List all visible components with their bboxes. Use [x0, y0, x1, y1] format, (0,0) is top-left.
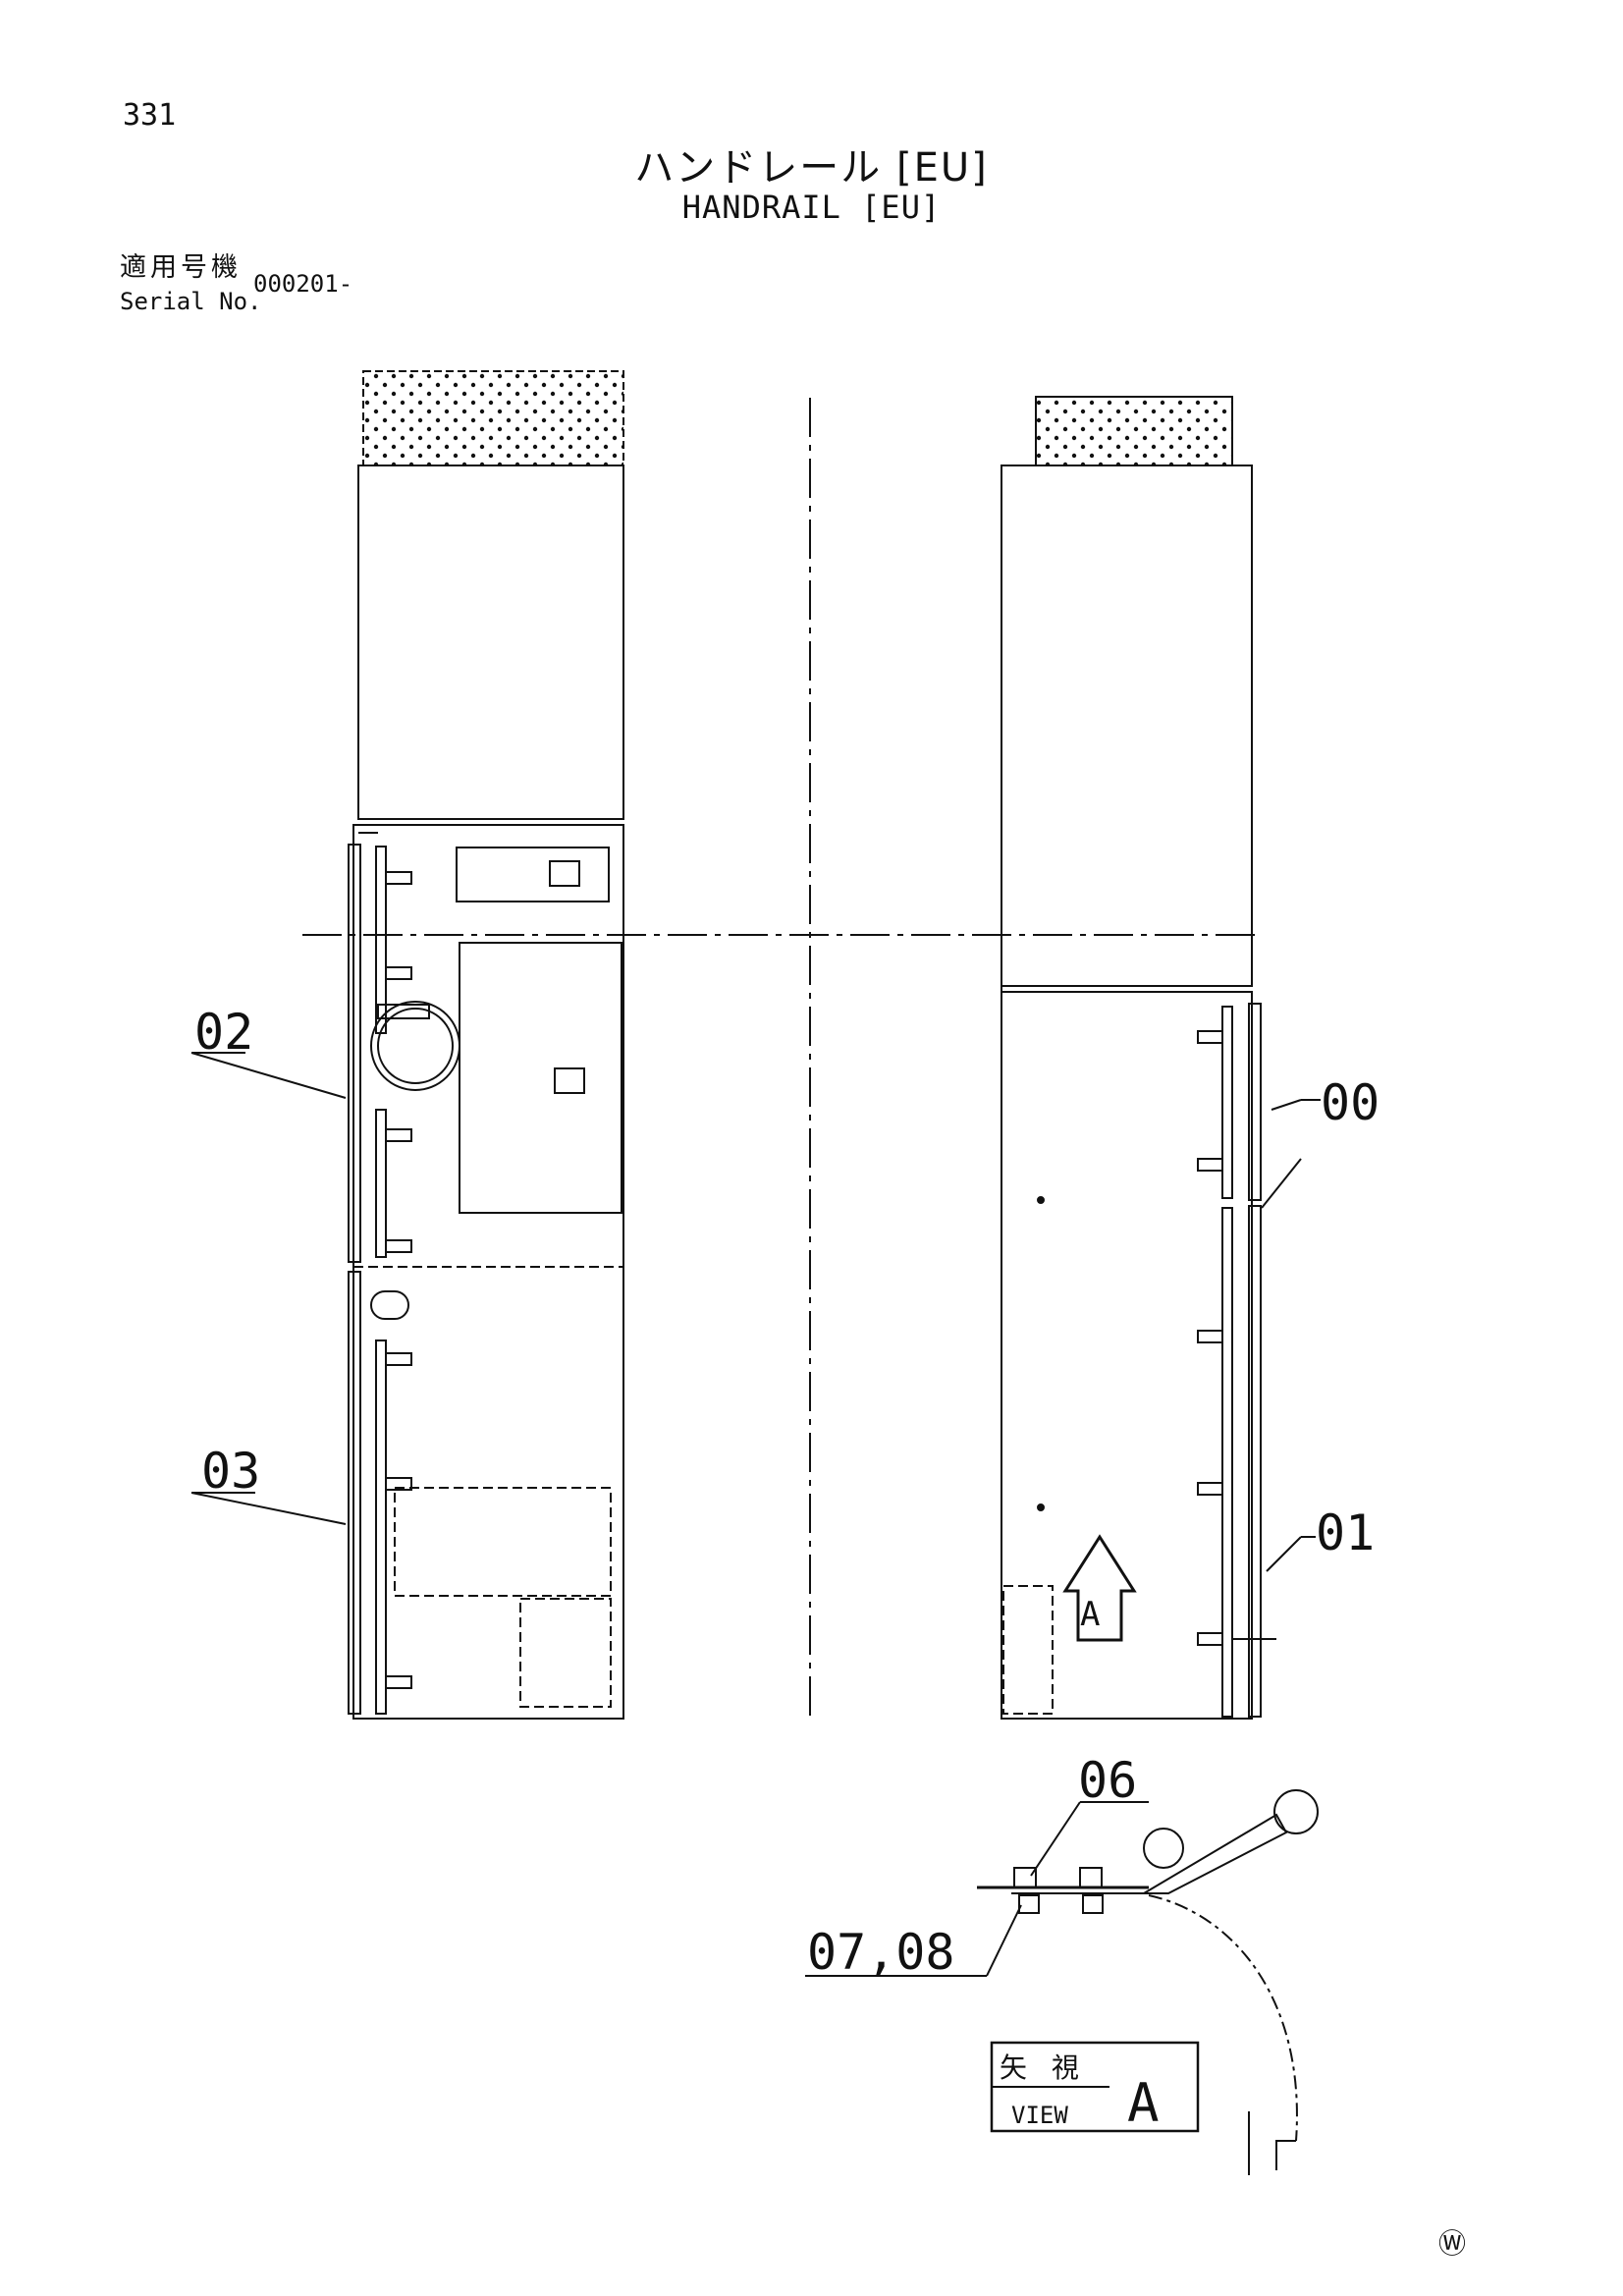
rail-end — [1273, 1789, 1319, 1834]
page-number: 331 — [123, 98, 177, 133]
callout-02: 02 — [194, 1004, 253, 1061]
left-upper-panel — [357, 465, 624, 820]
right-handrail-lower — [1197, 1205, 1276, 1718]
left-slot — [370, 1290, 409, 1320]
serial-value: 000201- — [253, 270, 353, 298]
view-label-japanese: 矢 視 — [1000, 2051, 1087, 2084]
view-label-english: VIEW — [1011, 2102, 1068, 2129]
right-lower-panel — [1001, 991, 1253, 1720]
leader-01 — [1266, 1536, 1302, 1572]
left-lower-cover — [394, 1487, 612, 1597]
left-filler-cap — [370, 1001, 460, 1091]
callout-03: 03 — [201, 1443, 260, 1500]
left-upper-latch — [549, 860, 580, 887]
title-english: HANDRAIL [EU] — [681, 189, 942, 226]
detail-view-a — [977, 1789, 1319, 2175]
leader-0708 — [986, 1904, 1022, 1977]
right-upper-panel — [1001, 465, 1253, 987]
callout-07-08: 07,08 — [807, 1924, 955, 1981]
leader-02 — [190, 1052, 347, 1099]
swing-arc — [1148, 1894, 1298, 2142]
right-view — [1001, 396, 1276, 1720]
serial-label-japanese: 適用号機 — [120, 252, 242, 283]
left-top-step-pad — [362, 370, 624, 466]
left-view — [348, 370, 624, 1720]
leader-00 — [1271, 1099, 1302, 1111]
callout-06: 06 — [1078, 1752, 1137, 1809]
left-access-door — [459, 942, 622, 1214]
rail-section — [1143, 1828, 1184, 1869]
bolt-upper — [1013, 1867, 1037, 1888]
leader-06 — [1030, 1801, 1081, 1877]
leader-03 — [190, 1492, 347, 1525]
left-upper-box — [456, 847, 610, 902]
right-small-cover — [1002, 1585, 1054, 1715]
nut-lower — [1018, 1894, 1040, 1914]
left-bottom-cover — [519, 1598, 612, 1708]
callout-01: 01 — [1316, 1504, 1375, 1561]
corner-mark: Ⓦ — [1437, 2227, 1466, 2260]
callout-00: 00 — [1321, 1074, 1380, 1131]
serial-label-english: Serial No. — [120, 288, 262, 315]
view-arrow — [1062, 1534, 1137, 1642]
right-top-step-pad — [1035, 396, 1233, 466]
view-arrow-letter: A — [1080, 1595, 1100, 1634]
title-japanese: ハンドレール [EU] — [634, 145, 989, 191]
left-handrail-lower — [348, 1271, 412, 1715]
view-label-letter: A — [1127, 2072, 1160, 2134]
left-handrail-upper — [348, 844, 412, 1263]
left-door-latch — [554, 1067, 585, 1094]
right-handrail-upper — [1197, 1003, 1262, 1201]
